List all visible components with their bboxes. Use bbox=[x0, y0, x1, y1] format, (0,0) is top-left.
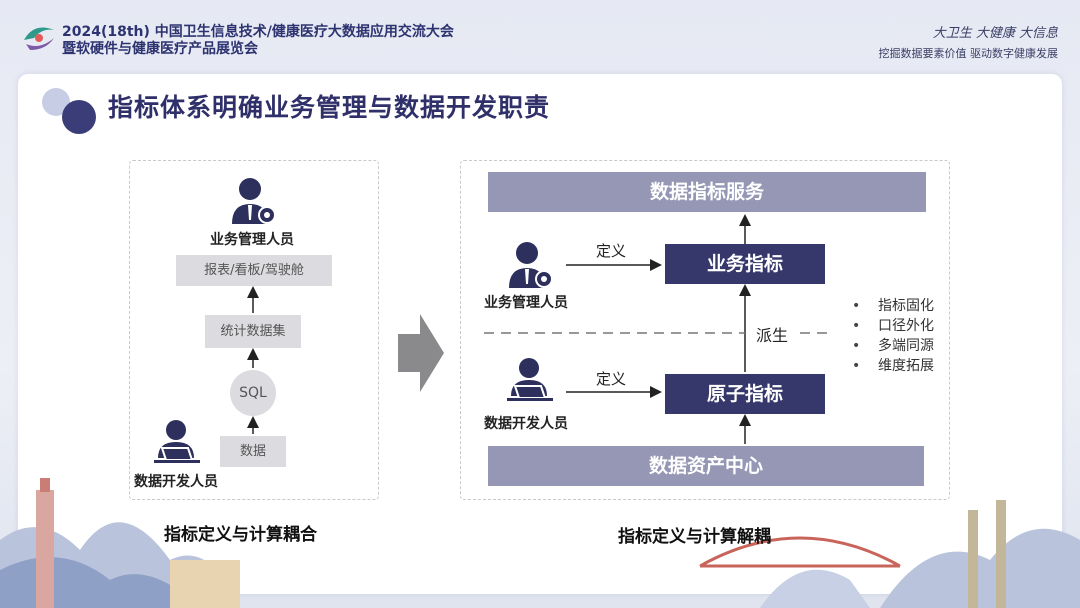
bullet-item: 指标固化 bbox=[852, 296, 934, 316]
person-laptop-icon bbox=[507, 358, 553, 401]
slogan: 大卫生 大健康 大信息 挖掘数据要素价值 驱动数字健康发展 bbox=[879, 22, 1059, 61]
define-label-top: 定义 bbox=[596, 242, 627, 260]
person-gear-icon bbox=[232, 178, 276, 224]
slogan-line2: 挖掘数据要素价值 驱动数字健康发展 bbox=[878, 47, 1059, 60]
conference-title: 2024(18th) 中国卫生信息技术/健康医疗大数据应用交流大会 暨软硬件与健… bbox=[62, 24, 454, 58]
left-diagram-frame bbox=[129, 160, 379, 500]
left-business-role: 业务管理人员 bbox=[210, 232, 294, 248]
sql-node: SQL bbox=[230, 370, 276, 416]
page-title: 指标体系明确业务管理与数据开发职责 bbox=[108, 93, 551, 122]
bullet-item: 口径外化 bbox=[852, 316, 934, 336]
feature-bullet-list: 指标固化 口径外化 多端同源 维度拓展 bbox=[852, 296, 934, 376]
business-metric-box: 业务指标 bbox=[665, 244, 825, 284]
data-box: 数据 bbox=[220, 436, 286, 467]
left-developer-role: 数据开发人员 bbox=[134, 474, 218, 490]
right-business-role: 业务管理人员 bbox=[484, 295, 568, 311]
left-caption: 指标定义与计算耦合 bbox=[164, 525, 317, 545]
right-arrow-icon bbox=[398, 314, 444, 392]
define-label-bottom: 定义 bbox=[596, 370, 627, 388]
person-gear-icon bbox=[509, 242, 553, 288]
right-diagram-frame bbox=[460, 160, 950, 500]
dataset-box: 统计数据集 bbox=[205, 315, 301, 348]
person-laptop-icon bbox=[154, 420, 200, 463]
conference-title-line1: 2024(18th) 中国卫生信息技术/健康医疗大数据应用交流大会 bbox=[62, 24, 454, 40]
right-developer-role: 数据开发人员 bbox=[484, 416, 568, 432]
slogan-line1: 大卫生 大健康 大信息 bbox=[932, 26, 1058, 41]
right-caption: 指标定义与计算解耦 bbox=[618, 527, 771, 547]
conference-title-line2: 暨软硬件与健康医疗产品展览会 bbox=[62, 41, 258, 57]
report-box: 报表/看板/驾驶舱 bbox=[176, 255, 332, 286]
data-metric-service-box: 数据指标服务 bbox=[488, 172, 926, 212]
title-circle-dark bbox=[62, 100, 96, 134]
bullet-item: 维度拓展 bbox=[852, 356, 934, 376]
landscape-decoration bbox=[0, 478, 1080, 608]
atomic-metric-box: 原子指标 bbox=[665, 374, 825, 414]
conference-logo-icon bbox=[24, 27, 54, 50]
data-asset-center-box: 数据资产中心 bbox=[488, 446, 924, 486]
derive-label: 派生 bbox=[756, 326, 789, 345]
bullet-item: 多端同源 bbox=[852, 336, 934, 356]
